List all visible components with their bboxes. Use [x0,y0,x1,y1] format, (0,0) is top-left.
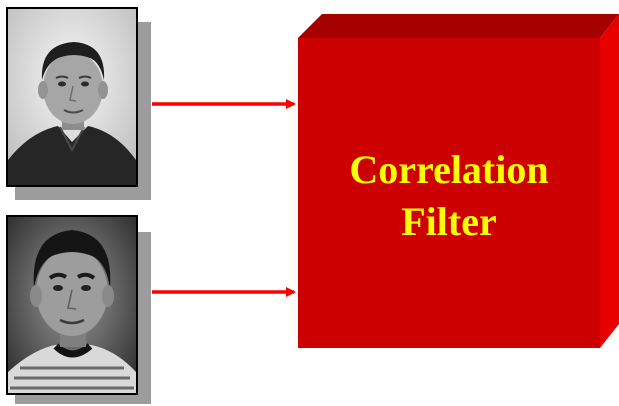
portrait-photo-icon [8,230,136,393]
correlation-filter-block [298,14,619,348]
block-front-face [298,38,600,348]
block-side-face [600,14,619,348]
portrait-photo-icon [8,42,136,185]
input-photo-top [6,7,151,200]
block-top-face [298,14,619,38]
input-photo-bottom [6,215,151,404]
